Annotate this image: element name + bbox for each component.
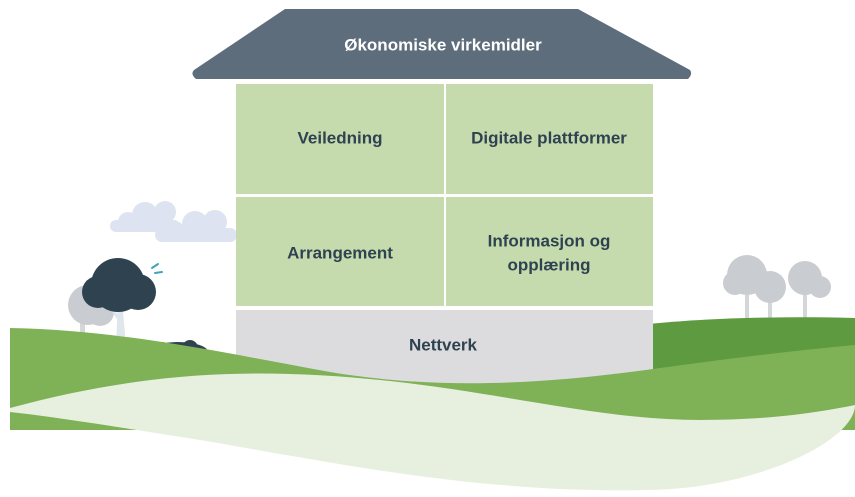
roof-label: Økonomiske virkemidler	[344, 35, 542, 54]
room-label-digitale-plattformer: Digitale plattformer	[471, 128, 627, 147]
room-label-veiledning: Veiledning	[297, 128, 382, 147]
cloud-icon	[110, 201, 237, 242]
room-label-arrangement: Arrangement	[287, 243, 393, 262]
room-veiledning	[236, 84, 444, 194]
hill-front-light	[10, 373, 855, 491]
roof	[192, 9, 692, 79]
room-informasjon	[446, 197, 653, 306]
foundation-label: Nettverk	[409, 335, 478, 354]
room-label-informasjon-line1: Informasjon og	[488, 231, 611, 250]
room-label-informasjon-line2: opplæring	[507, 255, 590, 274]
room-arrangement	[236, 197, 444, 306]
room-digitale-plattformer	[446, 84, 653, 194]
dark-tree-icon	[82, 258, 163, 345]
grey-trees-right-icon	[723, 255, 831, 320]
